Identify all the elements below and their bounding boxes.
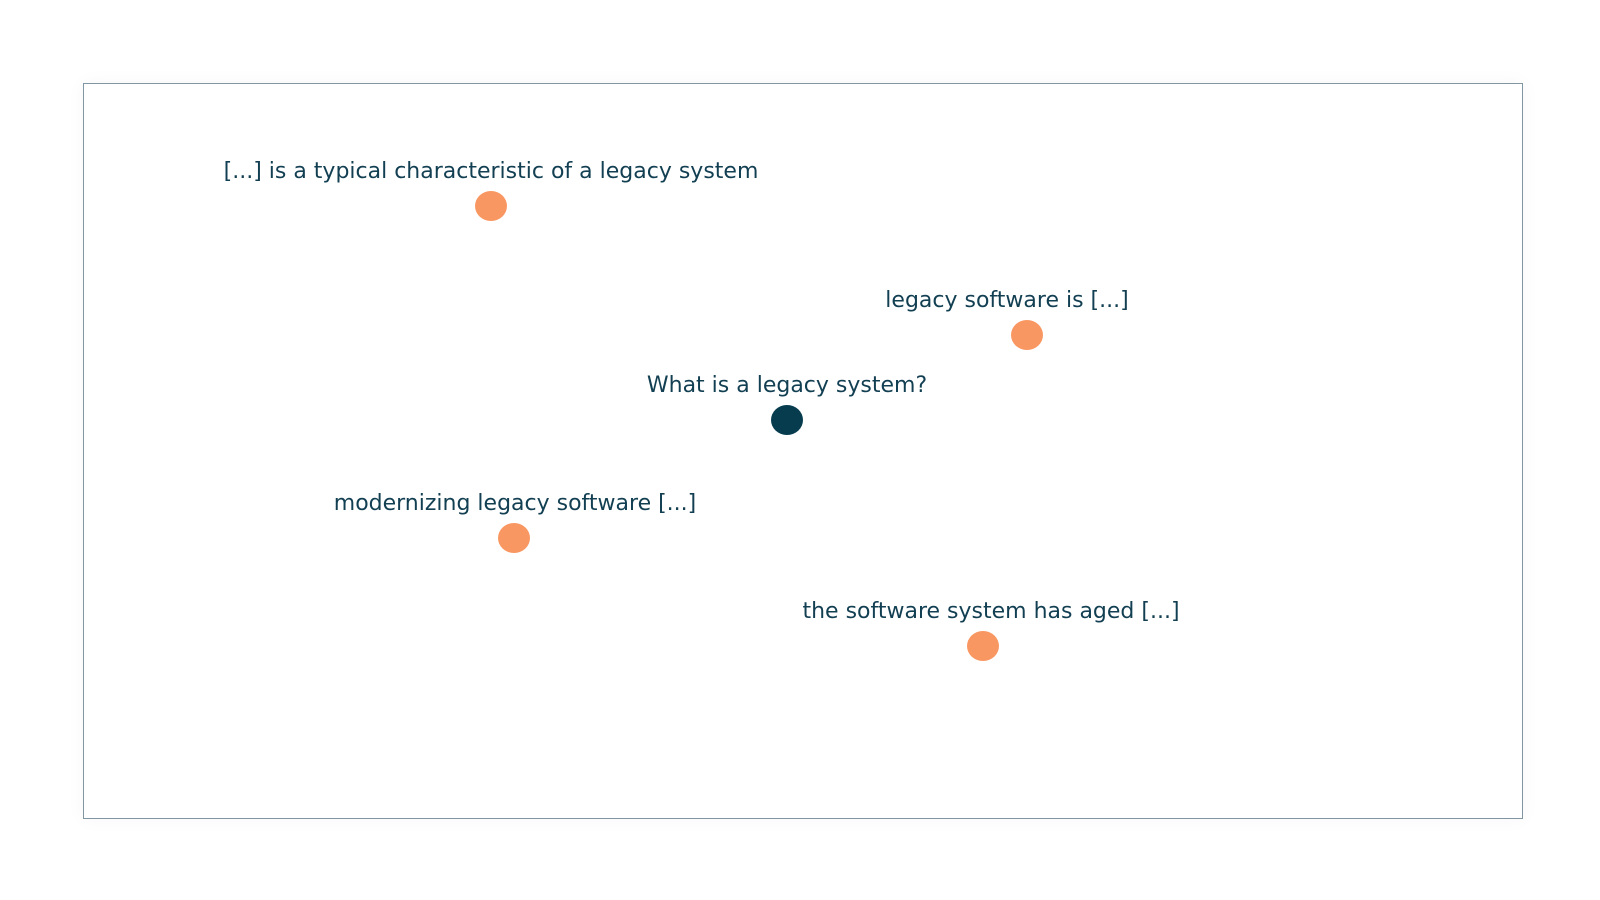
query-label: What is a legacy system? (646, 373, 928, 398)
answer-point (475, 191, 507, 221)
answer-point (498, 523, 530, 553)
answer-point (1011, 320, 1043, 350)
answer-point (967, 631, 999, 661)
answer-label: [...] is a typical characteristic of a l… (223, 159, 759, 184)
answer-label: modernizing legacy software [...] (333, 491, 697, 516)
answer-label: legacy software is [...] (885, 288, 1129, 313)
query-point (771, 405, 803, 435)
answer-label: the software system has aged [...] (802, 599, 1180, 624)
embedding-space-frame (83, 83, 1523, 819)
